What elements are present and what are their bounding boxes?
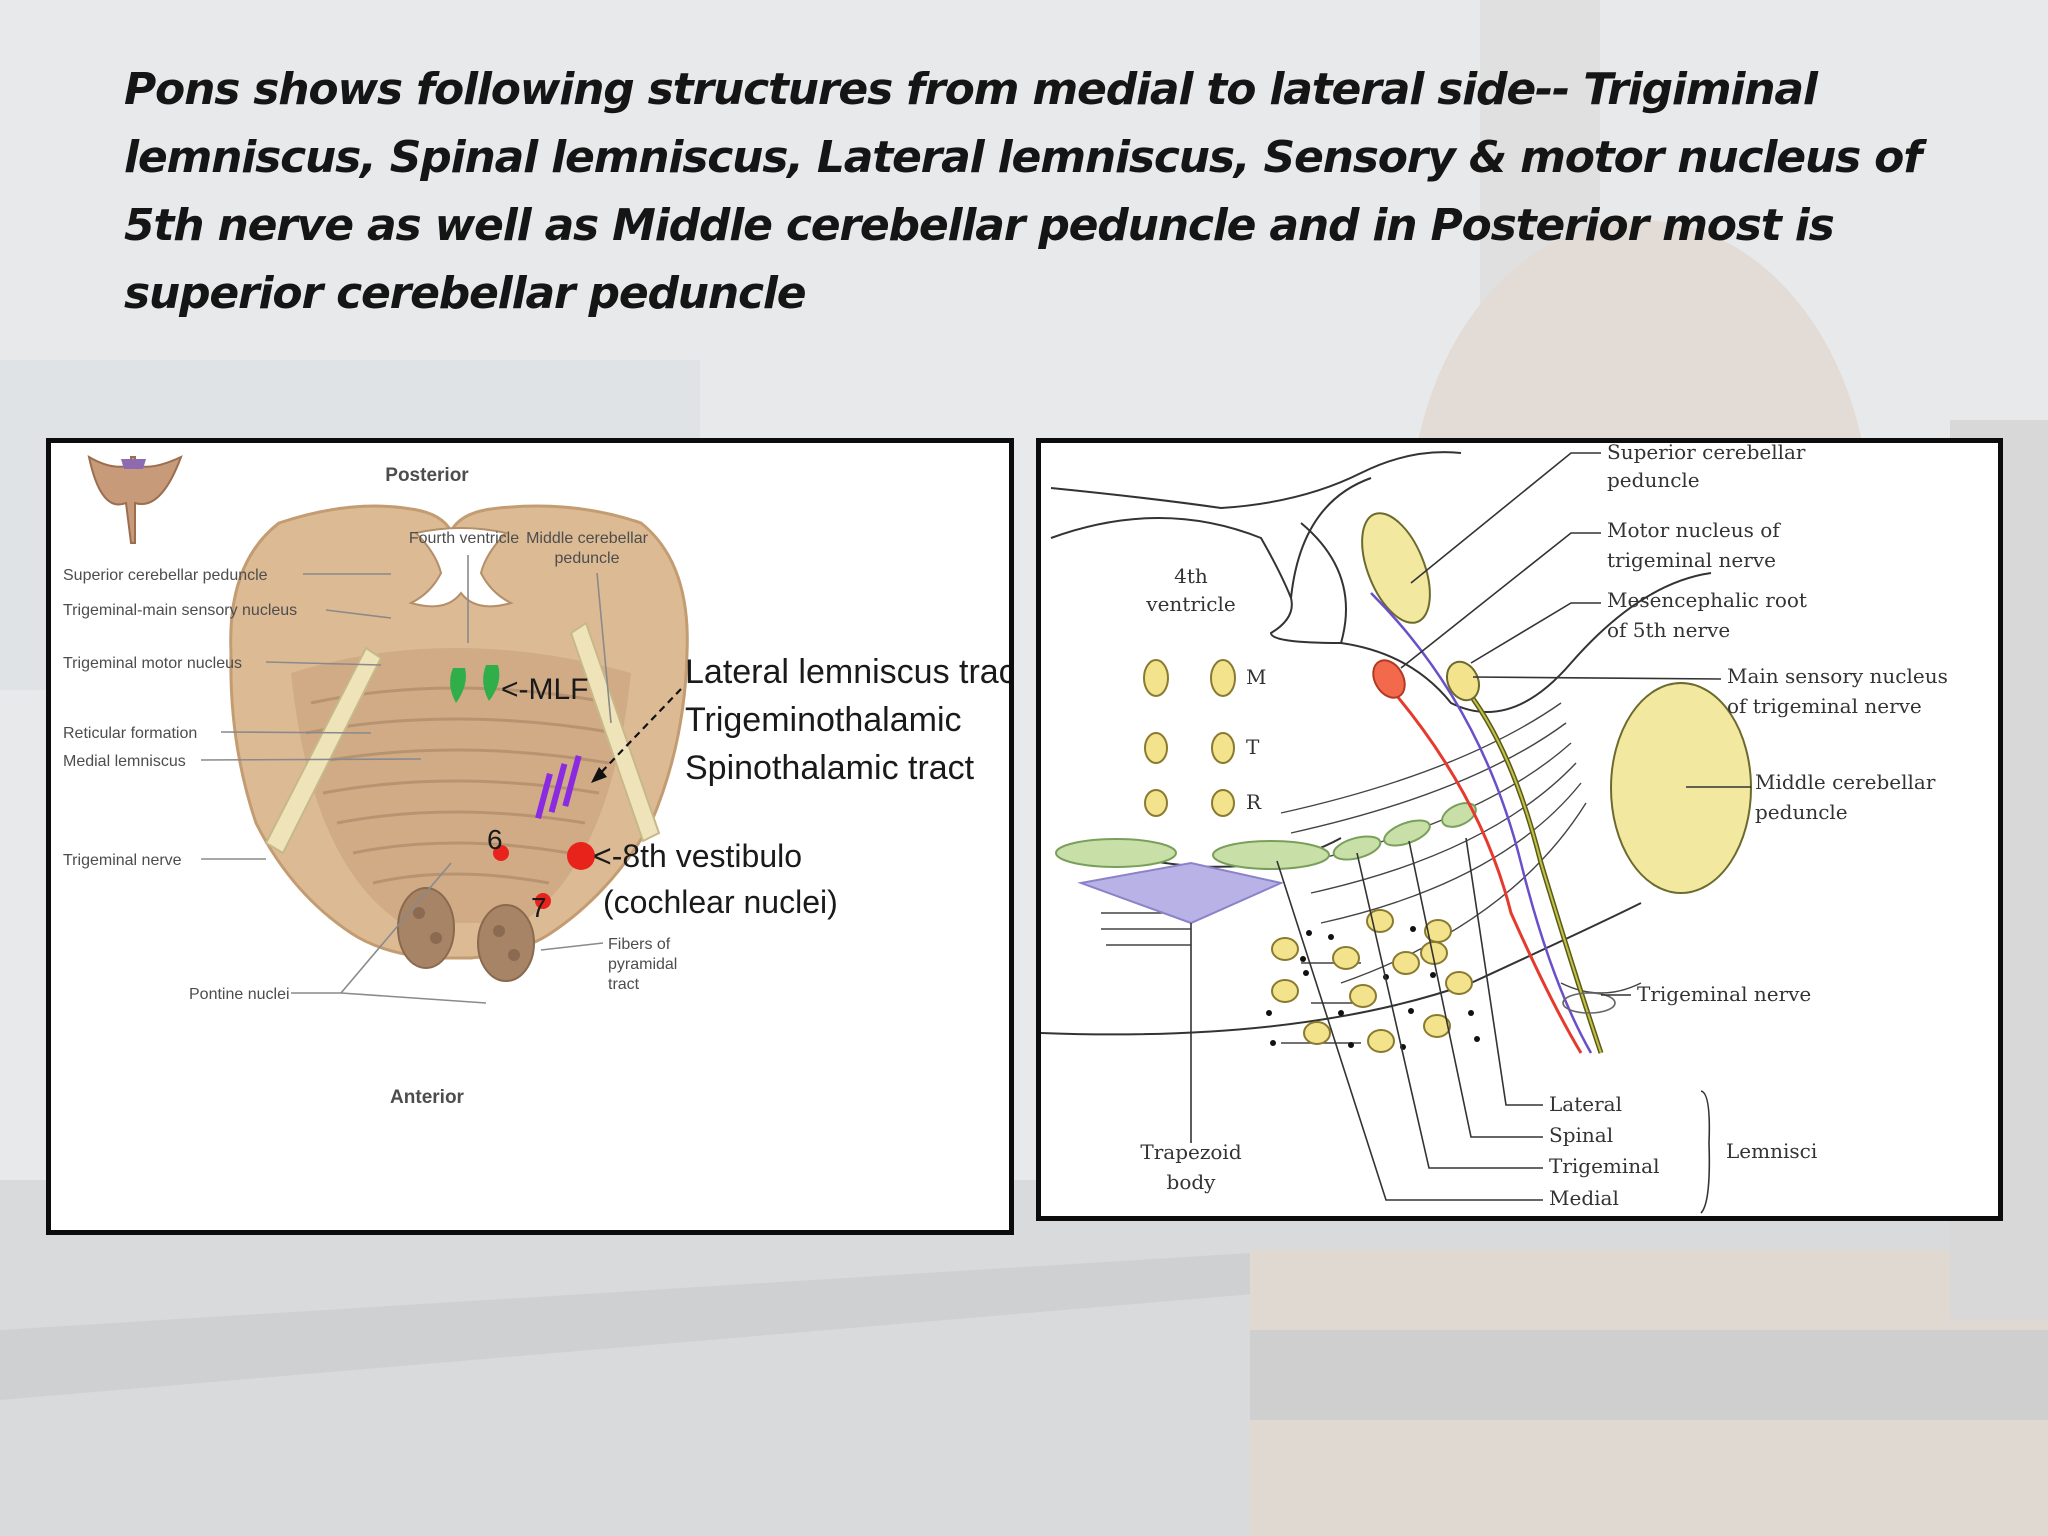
main-sensory-nucleus <box>1445 660 1481 702</box>
mtr-yellow-nuclei <box>1143 659 1236 817</box>
mlf-label: <-MLF <box>501 673 589 706</box>
motor-nucleus-label-1: Motor nucleus of <box>1607 518 1781 542</box>
fibers-label-2: pyramidal <box>608 956 677 973</box>
marker-7-label: 7 <box>531 892 547 923</box>
trapezoid-label-2: body <box>1167 1170 1217 1194</box>
superior-cerebellar-peduncle-label: Superior cerebellar peduncle <box>63 567 268 584</box>
medial-label: Medial <box>1549 1186 1619 1210</box>
cochlear-nuclei-label: (cochlear nuclei) <box>603 884 838 920</box>
trapezoid-body <box>1077 861 1285 925</box>
middle-cerebellar-peduncle-label-2: peduncle <box>555 550 620 567</box>
red-root-line <box>1384 682 1583 1054</box>
fourth-ventricle-label: Fourth ventricle <box>409 530 519 547</box>
spinothalamic-tract-label: Spinothalamic tract <box>685 749 975 787</box>
pons-schematic-figure: 4th ventricle M T R Superior cerebellar … <box>1036 438 2003 1221</box>
slide-title: Pons shows following structures from med… <box>124 64 1922 319</box>
trigeminal-nerve-line <box>1459 681 1604 1054</box>
fourth-ventricle-label-2: ventricle <box>1145 592 1235 616</box>
medial-lemniscus-label: Medial lemniscus <box>63 753 186 770</box>
mesencephalic-label-1: Mesencephalic root <box>1607 588 1807 612</box>
motor-nucleus-label-2: trigeminal nerve <box>1607 548 1776 572</box>
trigeminothalamic-label: Trigeminothalamic <box>685 701 962 739</box>
middle-cerebellar-label-2: peduncle <box>1755 800 1848 824</box>
lateral-lemniscus-tract-label: Lateral lemniscus tract <box>685 653 1009 691</box>
brainstem-orientation-icon <box>87 454 183 544</box>
m-label: M <box>1246 665 1266 689</box>
posterior-label: Posterior <box>385 465 469 486</box>
pons-schematic-diagram: 4th ventricle M T R Superior cerebellar … <box>1041 443 1948 1214</box>
marker-6-label: 6 <box>487 824 503 855</box>
trigeminal-motor-label: Trigeminal motor nucleus <box>63 655 242 672</box>
fibers-label-1: Fibers of <box>608 936 671 953</box>
middle-cerebellar-peduncle-shape <box>1610 682 1752 894</box>
reticular-formation-label: Reticular formation <box>63 725 197 742</box>
trigeminal-nerve-roots <box>264 621 661 855</box>
trigeminal-nerve-label: Trigeminal nerve <box>1637 982 1811 1006</box>
lemnisci-green-ovals <box>1055 802 1477 870</box>
spinal-label: Spinal <box>1549 1123 1613 1147</box>
motor-nucleus-red <box>1372 659 1406 699</box>
pons-cross-section-figure: Posterior Anterior Fourth ventricle Midd… <box>46 438 1014 1235</box>
t-label: T <box>1246 735 1260 759</box>
trigeminal-label: Trigeminal <box>1549 1154 1660 1178</box>
mesencephalic-label-2: of 5th nerve <box>1607 618 1730 642</box>
lemnisci-label: Lemnisci <box>1726 1139 1817 1163</box>
mlf-green-nuclei <box>450 665 500 703</box>
pontine-yellow-nuclei <box>1271 909 1473 1053</box>
superior-cerebellar-peduncle-shape <box>1361 512 1431 624</box>
anterior-label: Anterior <box>390 1087 465 1108</box>
pons-illustration: Posterior Anterior Fourth ventricle Midd… <box>63 454 1009 1108</box>
trigeminal-nerve-label: Trigeminal nerve <box>63 852 182 869</box>
lateral-label: Lateral <box>1549 1092 1622 1116</box>
middle-cerebellar-label-1: Middle cerebellar <box>1755 770 1936 794</box>
red-nucleus-markers <box>493 842 595 909</box>
fibers-label-3: tract <box>608 976 640 993</box>
schematic-leader-lines <box>1190 452 1751 1214</box>
lemniscus-tract-bars <box>535 755 582 819</box>
r-label: R <box>1246 790 1262 814</box>
main-sensory-label-2: of trigeminal nerve <box>1727 694 1922 718</box>
middle-cerebellar-peduncle-label-1: Middle cerebellar <box>526 530 649 547</box>
leader-lines <box>200 555 682 1004</box>
pontine-nuclei-label: Pontine nuclei <box>189 986 290 1003</box>
superior-cerebellar-label-2: peduncle <box>1607 468 1700 492</box>
vestibulo-label: <-8th vestibulo <box>593 838 802 874</box>
trigeminal-main-sensory-label: Trigeminal-main sensory nucleus <box>63 602 297 619</box>
trapezoid-label-1: Trapezoid <box>1140 1140 1241 1164</box>
fourth-ventricle-label-1: 4th <box>1174 564 1208 588</box>
superior-cerebellar-label-1: Superior cerebellar <box>1607 443 1806 464</box>
main-sensory-label-1: Main sensory nucleus <box>1727 664 1948 688</box>
